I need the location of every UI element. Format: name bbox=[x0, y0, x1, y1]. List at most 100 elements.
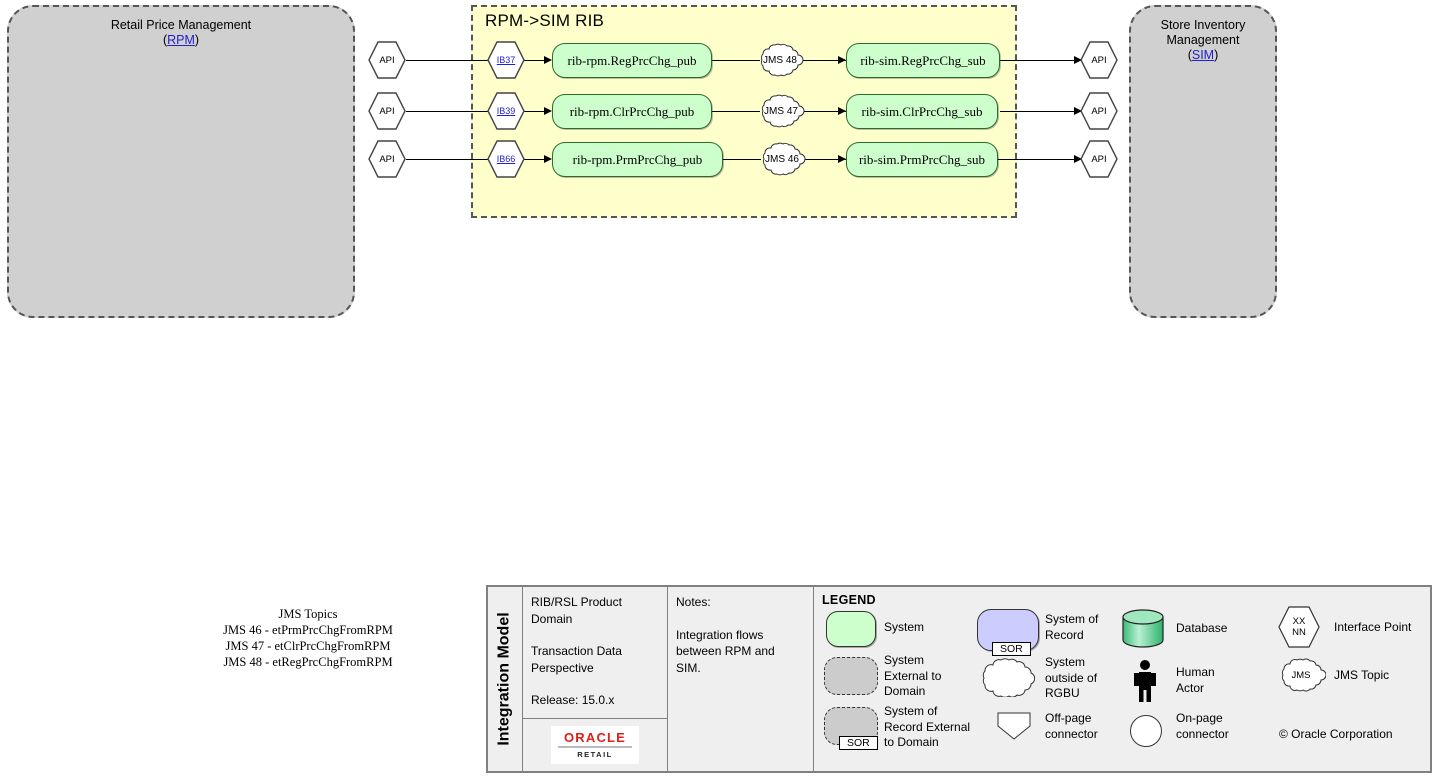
sim-abbrev-wrap: (SIM) bbox=[1187, 48, 1219, 62]
interface-point-ib37[interactable]: IB37 bbox=[487, 41, 525, 79]
notes-body-line-1: Integration flows bbox=[676, 627, 764, 642]
legend-shape-system bbox=[826, 611, 876, 647]
notes-cell: Notes: Integration flows between RPM and… bbox=[668, 587, 814, 771]
api-hexagon-left-row2-label: API bbox=[379, 105, 395, 117]
domain-line-1: RIB/RSL Product bbox=[531, 595, 622, 609]
perspective-line-2: Perspective bbox=[531, 660, 594, 675]
legend-label-human-actor: Human Actor bbox=[1176, 665, 1215, 696]
system-box-sim-title: Store Inventory Management (SIM) bbox=[1131, 7, 1275, 63]
rpm-abbrev-link[interactable]: RPM bbox=[167, 33, 195, 47]
connector-api-to-ib-row2 bbox=[406, 111, 488, 112]
legend-shape-sor-external: SOR bbox=[824, 707, 878, 750]
legend-shape-system-external bbox=[824, 657, 878, 695]
jms-topics-list: JMS Topics JMS 46 - etPrmPrcChgFromRPM J… bbox=[180, 606, 436, 670]
legend-copyright: © Oracle Corporation bbox=[1279, 727, 1393, 741]
system-box-sim: Store Inventory Management (SIM) bbox=[1129, 5, 1277, 318]
sim-abbrev-link[interactable]: SIM bbox=[1191, 48, 1215, 62]
legend-label-human-l1: Human bbox=[1176, 665, 1215, 679]
jms-topic-node-row2[interactable]: JMS 47 bbox=[757, 93, 805, 129]
perspective-line-1: Transaction Data bbox=[531, 644, 622, 658]
system-box-rpm: Retail Price Management (RPM) bbox=[7, 5, 355, 318]
arrow-to-pub-row1 bbox=[544, 55, 552, 64]
subscriber-node-row1[interactable]: rib-sim.RegPrcChg_sub bbox=[846, 43, 1000, 78]
legend-label-on-page-connector: On-page connector bbox=[1176, 711, 1229, 742]
legend-label-sor-external-l1: System of bbox=[884, 704, 938, 718]
jms-topic-node-row3[interactable]: JMS 46 bbox=[758, 141, 806, 177]
legend-label-onpage-l1: On-page bbox=[1176, 711, 1223, 725]
legend-shape-human-actor bbox=[1132, 659, 1158, 702]
integration-model-vertical-title-text: Integration Model bbox=[496, 612, 514, 746]
legend-label-sor-l1: System of bbox=[1045, 612, 1099, 626]
publisher-node-row2[interactable]: rib-rpm.ClrPrcChg_pub bbox=[552, 94, 712, 129]
arrow-to-pub-row2 bbox=[544, 106, 552, 115]
api-hexagon-left-row2[interactable]: API bbox=[368, 92, 406, 130]
api-hexagon-right-row2[interactable]: API bbox=[1080, 92, 1118, 130]
legend-label-database: Database bbox=[1176, 621, 1228, 635]
legend-cell: LEGEND System System External to Domain … bbox=[814, 587, 1430, 771]
legend-label-system-outside-rgbu: System outside of RGBU bbox=[1045, 655, 1097, 702]
legend-label-system: System bbox=[884, 620, 925, 634]
sim-title-line1: Store Inventory bbox=[1160, 18, 1246, 32]
connector-jms-to-sub-row2 bbox=[802, 111, 846, 112]
legend-label-interface-point: Interface Point bbox=[1334, 620, 1412, 634]
oracle-retail-logo: ORACLE RETAIL bbox=[551, 726, 639, 764]
publisher-node-row3-label: rib-rpm.PrmPrcChg_pub bbox=[572, 151, 703, 167]
connector-ib-to-pub-row3 bbox=[524, 159, 550, 160]
api-hexagon-right-row1[interactable]: API bbox=[1080, 41, 1118, 79]
legend-interface-point-glyph-l1: XX bbox=[1292, 616, 1306, 627]
legend-interface-point-glyph: XX NN bbox=[1277, 605, 1321, 649]
interface-point-ib66-label: IB66 bbox=[496, 154, 516, 164]
notes-heading: Notes: bbox=[676, 595, 711, 609]
legend-label-sor-external-l2: Record External bbox=[884, 719, 971, 734]
subscriber-node-row2-label: rib-sim.ClrPrcChg_sub bbox=[861, 103, 983, 119]
legend-label-sor-external-l3: to Domain bbox=[884, 735, 939, 749]
legend-label-system-external-l3: Domain bbox=[884, 684, 926, 698]
sim-title-line2: Management bbox=[1166, 33, 1240, 47]
publisher-node-row3[interactable]: rib-rpm.PrmPrcChg_pub bbox=[552, 142, 723, 177]
product-domain-cell: RIB/RSL Product Domain Transaction Data … bbox=[523, 587, 668, 771]
jms-topic-line-46: JMS 46 - etPrmPrcChgFromRPM bbox=[223, 623, 393, 637]
legend-interface-point-glyph-l2: NN bbox=[1292, 627, 1306, 638]
rib-container-title: RPM->SIM RIB bbox=[485, 11, 605, 30]
notes-body-line-2: between RPM and bbox=[676, 644, 775, 658]
arrow-to-pub-row3 bbox=[544, 154, 552, 163]
api-hexagon-left-row1-label: API bbox=[379, 54, 395, 66]
jms-topic-line-47: JMS 47 - etClrPrcChgFromRPM bbox=[225, 639, 391, 653]
api-hexagon-right-row3[interactable]: API bbox=[1080, 140, 1118, 178]
jms-topic-node-row2-label: JMS 47 bbox=[764, 105, 798, 117]
notes-text: Notes: Integration flows between RPM and… bbox=[668, 587, 813, 683]
subscriber-node-row2[interactable]: rib-sim.ClrPrcChg_sub bbox=[846, 94, 998, 129]
legend-label-rgbu-l3: RGBU bbox=[1045, 686, 1080, 700]
api-hexagon-left-row3[interactable]: API bbox=[368, 140, 406, 178]
integration-model-table: Integration Model RIB/RSL Product Domain… bbox=[486, 585, 1432, 773]
api-hexagon-right-row1-label: API bbox=[1091, 54, 1107, 66]
notes-body-line-3: SIM. bbox=[676, 660, 701, 675]
jms-topic-node-row3-label: JMS 46 bbox=[765, 153, 799, 165]
connector-ib-to-pub-row2 bbox=[524, 111, 550, 112]
legend-label-offpage-l2: connector bbox=[1045, 726, 1098, 741]
legend-jms-glyph: JMS bbox=[1291, 669, 1311, 681]
api-hexagon-right-row2-label: API bbox=[1091, 105, 1107, 117]
connector-api-to-ib-row1 bbox=[406, 60, 488, 61]
system-box-rpm-title: Retail Price Management (RPM) bbox=[9, 7, 353, 48]
api-hexagon-left-row1[interactable]: API bbox=[368, 41, 406, 79]
connector-sub-to-api-row3 bbox=[998, 159, 1082, 160]
arrow-to-api-row2 bbox=[1074, 106, 1082, 115]
publisher-node-row1[interactable]: rib-rpm.RegPrcChg_pub bbox=[552, 43, 712, 78]
oracle-logo-primary: ORACLE bbox=[563, 730, 627, 745]
subscriber-node-row3[interactable]: rib-sim.PrmPrcChg_sub bbox=[846, 142, 998, 177]
connector-pub-to-jms-row1 bbox=[712, 60, 760, 61]
interface-point-ib39-label: IB39 bbox=[496, 106, 516, 116]
connector-jms-to-sub-row1 bbox=[800, 60, 846, 61]
subscriber-node-row3-label: rib-sim.PrmPrcChg_sub bbox=[858, 151, 986, 167]
jms-topic-node-row1[interactable]: JMS 48 bbox=[756, 42, 804, 78]
interface-point-ib66[interactable]: IB66 bbox=[487, 140, 525, 178]
legend-sor-tag: SOR bbox=[992, 642, 1031, 656]
release-text: Release: 15.0.x bbox=[531, 693, 615, 707]
legend-label-system-of-record: System of Record bbox=[1045, 612, 1098, 643]
interface-point-ib39[interactable]: IB39 bbox=[487, 92, 525, 130]
legend-label-onpage-l2: connector bbox=[1176, 726, 1229, 741]
legend-label-sor-l2: Record bbox=[1045, 627, 1084, 642]
arrow-to-api-row1 bbox=[1074, 55, 1082, 64]
legend-label-human-l2: Actor bbox=[1176, 680, 1205, 695]
